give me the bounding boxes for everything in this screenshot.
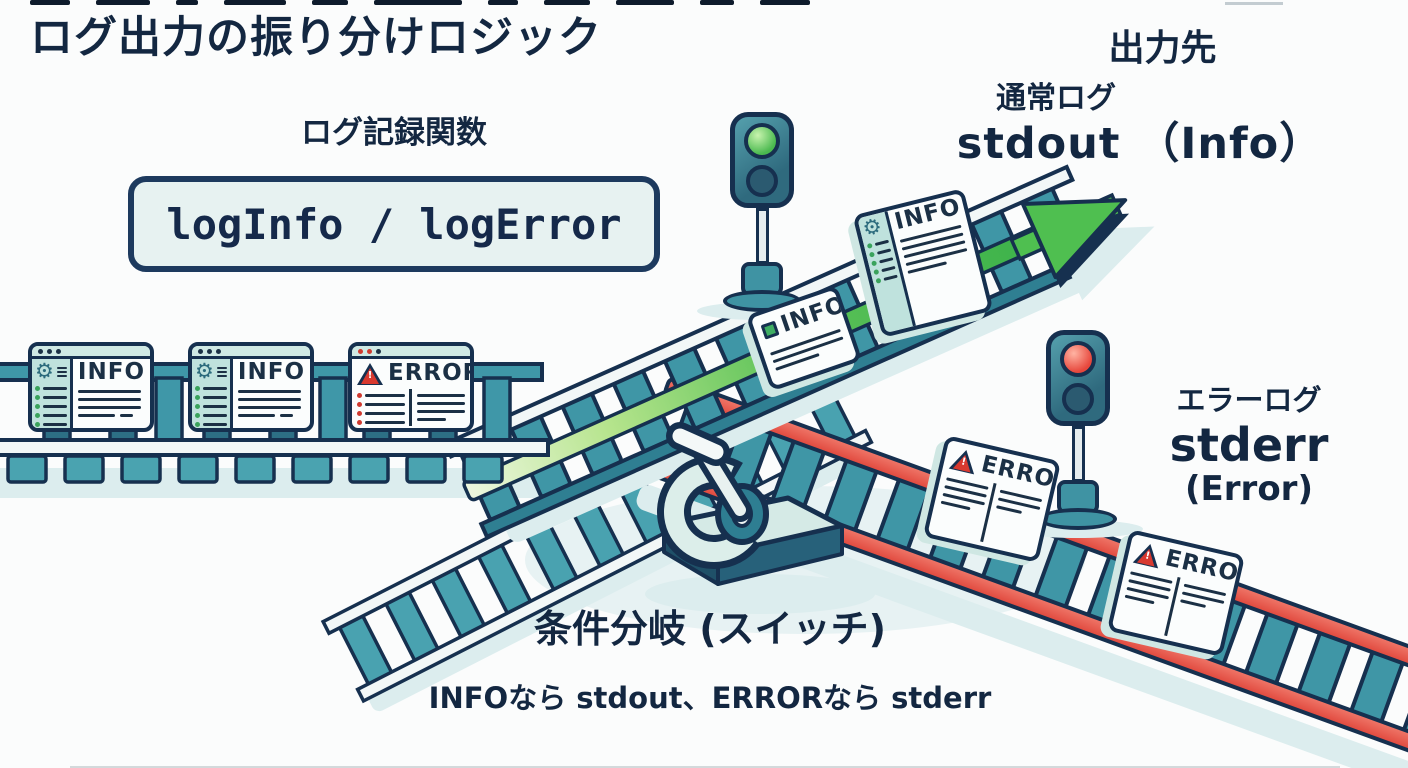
card-label: INFO [77, 359, 145, 385]
gear-icon: ⚙ [35, 359, 54, 383]
bottom-trim-line [70, 766, 1340, 768]
stderr-annotation: (Error) [1185, 469, 1313, 510]
off-light-icon [1062, 383, 1094, 415]
stderr-category-label: エラーログ [1176, 383, 1322, 417]
top-trim-marks [30, 0, 810, 5]
info-log-card: ⚙ INFO [28, 342, 154, 432]
signal-head [730, 112, 794, 208]
stderr-label-block: エラーログ stderr (Error) [1096, 383, 1402, 510]
warning-icon: ! [1132, 540, 1164, 568]
green-light-icon [744, 123, 780, 159]
logger-function-label: ログ記録関数 [301, 115, 487, 151]
switch-lever [657, 422, 845, 586]
destination-heading: 出力先 [1108, 28, 1217, 69]
signal-head [1046, 330, 1110, 426]
error-log-card: ! ERROR [348, 342, 474, 432]
switch-label: 条件分岐 (スイッチ) [534, 607, 886, 651]
gear-icon: ⚙ [860, 213, 885, 242]
stdout-arrow-icon [1020, 198, 1128, 280]
logger-function-box: logInfo / logError [128, 176, 660, 272]
off-light-icon [746, 165, 778, 197]
stdout-category-label: 通常ログ [996, 81, 1116, 116]
top-trim-mark-gray [1225, 2, 1283, 5]
stderr-label: stderr [1169, 418, 1329, 473]
info-log-card: ⚙ INFO [188, 342, 314, 432]
red-light-icon [1060, 341, 1096, 377]
switch-caption: INFOなら stdout、ERRORなら stderr [428, 681, 992, 715]
card-label: ERROR [388, 360, 474, 386]
gear-icon: ⚙ [195, 359, 214, 383]
card-label: INFO [237, 359, 305, 385]
stdout-label: stdout （Info） [956, 119, 1324, 169]
traffic-signal-red [1013, 330, 1143, 538]
info-marker-icon [760, 320, 780, 340]
traffic-signal-green [697, 112, 827, 320]
warning-icon: ! [948, 446, 980, 474]
warning-icon: ! [357, 362, 383, 385]
page-title: ログ出力の振り分けロジック [30, 13, 602, 63]
